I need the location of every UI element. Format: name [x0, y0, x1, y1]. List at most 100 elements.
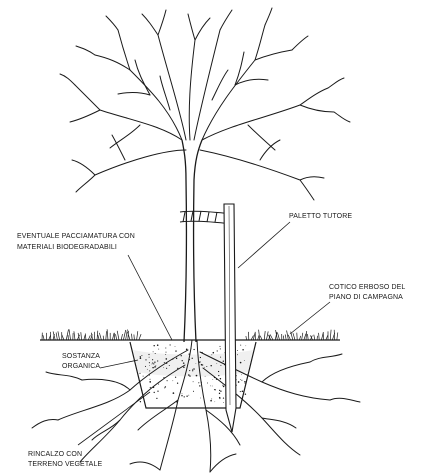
stipple-dot — [173, 392, 175, 394]
stipple-dot — [220, 391, 221, 392]
stipple-dot — [150, 387, 151, 388]
stipple-dot — [164, 362, 165, 363]
stipple-dot — [152, 359, 153, 360]
stipple-dot — [149, 365, 150, 366]
grass-blade — [306, 331, 307, 340]
stipple-dot — [240, 391, 241, 392]
grass-blade — [302, 333, 303, 340]
stipple-dot — [238, 381, 240, 383]
grass-blade — [126, 330, 128, 341]
stipple-dot — [183, 362, 185, 364]
grass-blade — [69, 329, 71, 340]
tree-trunk — [182, 140, 202, 342]
stipple-dot — [199, 385, 200, 386]
stipple-dot — [220, 357, 221, 358]
stipple-dot — [172, 380, 173, 381]
stipple-dot — [242, 396, 243, 397]
grass-blade — [283, 336, 284, 340]
stipple-dot — [211, 354, 212, 355]
stipple-dot — [169, 365, 170, 366]
stipple-dot — [207, 383, 208, 384]
stipple-dot — [193, 368, 195, 370]
stipple-dot — [158, 349, 159, 350]
stipple-dot — [201, 364, 203, 366]
stipple-dot — [204, 367, 205, 368]
stipple-dot — [220, 365, 221, 366]
grass-blade — [121, 334, 122, 340]
stipple-dot — [212, 379, 213, 380]
grass-blade — [260, 336, 262, 340]
stipple-dot — [154, 366, 156, 368]
leader-backfill — [78, 392, 150, 445]
grass-blade — [116, 334, 117, 340]
label-turf-2: PIANO DI CAMPAGNA — [329, 294, 403, 301]
grass-blade — [112, 333, 114, 340]
stipple-dot — [155, 365, 156, 366]
grass-blade — [304, 334, 306, 340]
stipple-dot — [165, 358, 167, 360]
stipple-dot — [214, 389, 215, 390]
grass-blade — [285, 334, 286, 340]
stipple-dot — [200, 361, 201, 362]
stipple-dot — [163, 367, 164, 368]
stipple-dot — [216, 363, 217, 364]
label-turf-1: COTICO ERBOSO DEL — [329, 284, 405, 291]
stipple-dot — [183, 366, 185, 368]
stipple-dot — [237, 350, 238, 351]
stipple-dot — [244, 381, 246, 383]
stipple-dot — [188, 374, 190, 376]
grass-blade — [132, 334, 133, 340]
stipple-dot — [165, 352, 166, 353]
leader-organic — [100, 360, 138, 368]
stipple-dot — [140, 357, 142, 359]
stipple-dot — [223, 397, 224, 398]
stipple-dot — [143, 376, 144, 377]
grass-blade — [326, 335, 328, 340]
leader-stake — [238, 222, 290, 268]
grass-blade — [107, 329, 108, 340]
stipple-dot — [245, 345, 246, 346]
stipple-dot — [154, 392, 155, 393]
tree-canopy — [60, 8, 350, 200]
leader-turf — [290, 302, 330, 334]
stipple-dot — [244, 360, 245, 361]
grass-blade — [317, 336, 318, 340]
grass-blade — [84, 335, 85, 340]
grass-blade — [137, 331, 138, 340]
stipple-dot — [167, 380, 168, 381]
stipple-dot — [240, 362, 242, 364]
stipple-dot — [141, 390, 142, 391]
stipple-dot — [149, 379, 150, 380]
stipple-dot — [210, 400, 212, 402]
grass-blade — [259, 330, 260, 340]
stipple-dot — [154, 362, 155, 363]
stipple-dot — [158, 384, 159, 385]
stipple-dot — [155, 353, 156, 354]
grass-blade — [264, 331, 265, 340]
stipple-dot — [223, 361, 224, 362]
label-mulch-1: EVENTUALE PACCIAMATURA CON — [17, 233, 135, 240]
stipple-dot — [164, 387, 165, 388]
stipple-dot — [181, 355, 182, 356]
stipple-dot — [140, 401, 141, 402]
stipple-dot — [189, 375, 190, 376]
stipple-dot — [222, 385, 223, 386]
stipple-dot — [145, 366, 146, 367]
stipple-dot — [240, 345, 241, 346]
stipple-dot — [145, 359, 146, 360]
stipple-dot — [166, 368, 167, 369]
stipple-dot — [193, 349, 194, 350]
stipple-dot — [170, 344, 171, 345]
grass-blade — [314, 335, 315, 340]
stipple-dot — [219, 397, 220, 398]
stipple-dot — [189, 370, 190, 371]
grass-blade — [85, 334, 86, 341]
stipple-dot — [188, 395, 189, 396]
stipple-dot — [237, 354, 238, 355]
stipple-dot — [157, 391, 158, 392]
stipple-dot — [205, 376, 206, 377]
grass-blade — [330, 330, 331, 340]
stipple-dot — [182, 360, 183, 361]
stipple-dot — [213, 352, 215, 354]
